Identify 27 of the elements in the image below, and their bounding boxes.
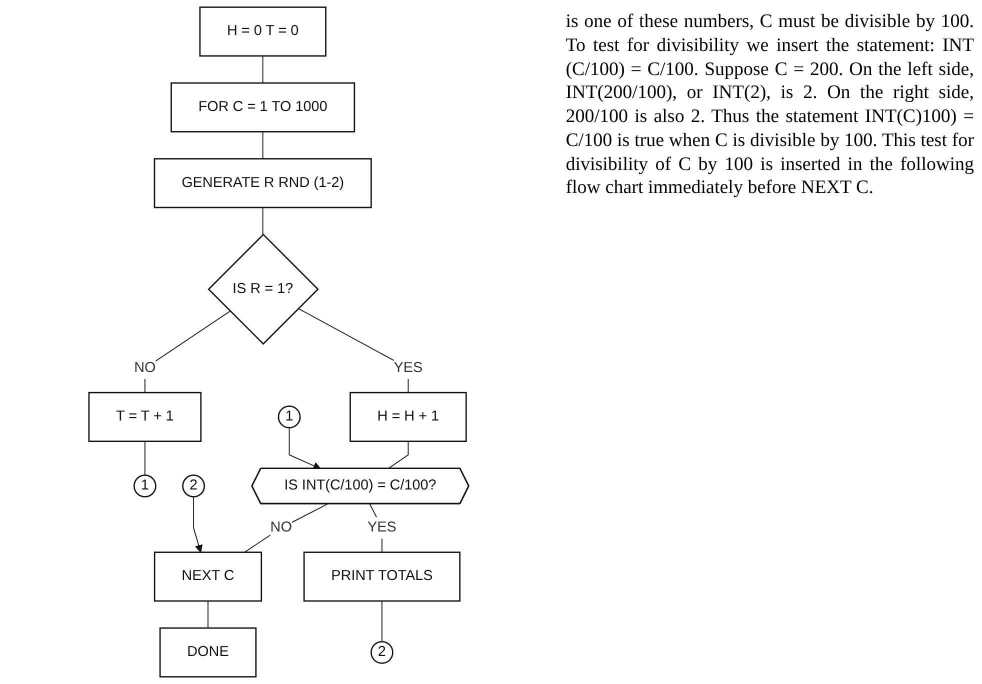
node-circle: 2 [182, 474, 206, 498]
edge-label: YES [368, 520, 396, 536]
node-box: FOR C = 1 TO 1000 [170, 82, 356, 132]
node-box: GENERATE R RND (1-2) [154, 158, 372, 208]
arrow [288, 427, 321, 470]
paragraph: is one of these numbers, C must be divisible by 100. To test for divisibility we insert the statement: INT (C/100) = C/100. Suppose C = 200. On the left side, INT(200/100), or INT(2), is 2. On the right side, 200/100 is also 2. Thus the statement INT(C)100) = C/100 is true when C is divisible by 100. This test for divisibility of C by 100 is inserted in the following flow chart immediately before NEXT C. [566, 10, 974, 200]
arrow [193, 496, 203, 553]
node-box: H = H + 1 [350, 392, 467, 442]
connector [144, 310, 231, 394]
connector [262, 131, 264, 160]
node-circle: 1 [278, 406, 301, 428]
node-diamond: IS R = 1? [208, 234, 319, 345]
connector [144, 440, 146, 476]
connector [244, 504, 328, 553]
connector [262, 207, 264, 236]
edge-label: NO [270, 520, 292, 536]
node-circle: 1 [133, 474, 156, 498]
connector [262, 55, 264, 84]
node-box: DONE [159, 627, 257, 678]
node-box: H = 0 T = 0 [199, 6, 326, 57]
node-box: PRINT TOTALS [303, 552, 460, 602]
connector [387, 440, 409, 470]
node-circle: 2 [370, 640, 394, 664]
node-box: NEXT C [154, 552, 262, 602]
edge-label: NO [134, 360, 156, 376]
edge-label: YES [394, 360, 423, 376]
node-box: T = T + 1 [88, 392, 202, 442]
